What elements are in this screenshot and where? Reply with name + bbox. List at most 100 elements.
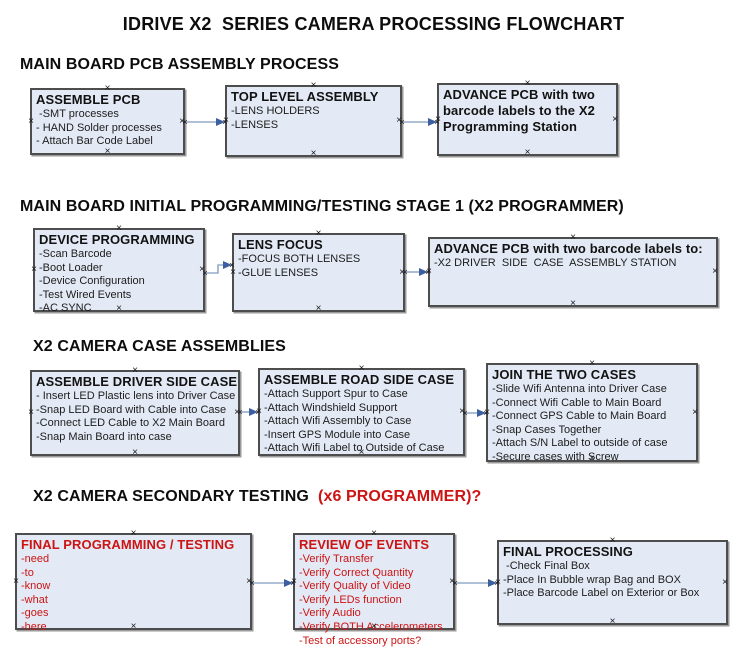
box-line: -Verify Quality of Video	[299, 580, 411, 593]
flow-box-advance-pcb-to-programming-station: ADVANCE PCB with two barcode labels to t…	[435, 79, 618, 158]
flow-box-assemble-pcb: ASSEMBLE PCB -SMT processes- HAND Solder…	[28, 84, 185, 157]
box-title: JOIN THE TWO CASES	[492, 367, 637, 382]
box-line: -here	[21, 620, 47, 633]
flow-box-device-programming: DEVICE PROGRAMMING-Scan Barcode-Boot Loa…	[31, 224, 205, 314]
box-line: -Verify Transfer	[299, 553, 374, 565]
flow-box-top-level-assembly: TOP LEVEL ASSEMBLY-LENS HOLDERS-LENSES××…	[223, 81, 402, 159]
box-line: -Test Wired Events	[39, 288, 132, 301]
section-heading-text: MAIN BOARD PCB ASSEMBLY PROCESS	[20, 56, 339, 73]
connection-handle-x-icon: ×	[28, 115, 34, 127]
box-line: -goes	[21, 607, 49, 620]
connection-handle-x-icon: ×	[230, 266, 236, 278]
flow-box-assemble-road-side-case: ASSEMBLE ROAD SIDE CASE-Attach Support S…	[256, 364, 465, 458]
flow-arrow-head-icon	[284, 579, 293, 587]
box-line: -Attach Windshield Support	[264, 401, 398, 414]
box-line: -Device Configuration	[39, 275, 145, 288]
box-line: -SMT processes	[36, 108, 119, 120]
box-line: -Verify Audio	[299, 607, 361, 620]
box-line: -Attach Wifi Assembly to Case	[264, 415, 412, 428]
connection-handle-x-icon: ×	[609, 616, 616, 627]
connection-handle-x-icon: ×	[31, 264, 37, 275]
section-heading-2: MAIN BOARD INITIAL PROGRAMMING/TESTING S…	[20, 198, 624, 216]
box-title: FINAL PROCESSING	[503, 544, 633, 559]
flow-arrow-head-icon	[223, 261, 232, 269]
flow-box-final-processing: FINAL PROCESSING -Check Final Box-Place …	[495, 536, 728, 627]
box-line: -Attach Support Spur to Case	[264, 388, 408, 400]
flow-box-review-of-events: REVIEW OF EVENTS-Verify Transfer -Verify …	[291, 529, 455, 647]
box-title: ADVANCE PCB with two barcode labels to:	[434, 241, 703, 256]
page-title: IDRIVE X2 SERIES CAMERA PROCESSING FLOWC…	[122, 14, 625, 34]
box-line: -know	[21, 580, 51, 593]
section-heading-1: MAIN BOARD PCB ASSEMBLY PROCESS	[20, 56, 339, 74]
box-line: -AC SYNC	[39, 302, 92, 315]
section-heading-4: X2 CAMERA SECONDARY TESTING (x6 PROGRAMM…	[33, 488, 481, 506]
section-heading-text: X2 CAMERA SECONDARY TESTING	[33, 488, 314, 505]
box-title: LENS FOCUS	[238, 237, 323, 252]
box-title: ASSEMBLE ROAD SIDE CASE	[264, 372, 455, 387]
box-line: -Connect LED Cable to X2 Main Board	[36, 417, 225, 430]
box-title: ASSEMBLE DRIVER SIDE CASE	[36, 374, 238, 389]
box-title: DEVICE PROGRAMMING	[39, 232, 195, 247]
box-line: -Test of accessory ports?	[299, 634, 422, 647]
box-title: FINAL PROGRAMMING / TESTING	[21, 537, 235, 552]
flow-box-final-programming-testing: FINAL PROGRAMMING / TESTING-need-to-know…	[13, 529, 252, 633]
flow-box-advance-pcb-to-case-assembly: ADVANCE PCB with two barcode labels to:-…	[426, 233, 718, 309]
section-heading-3: X2 CAMERA CASE ASSEMBLIES	[33, 338, 286, 356]
box-title: TOP LEVEL ASSEMBLY	[231, 89, 379, 104]
connection-handle-x-icon: ×	[315, 303, 322, 314]
connection-handle-x-icon: ×	[524, 147, 531, 158]
box-line: -Secure cases with Screw	[492, 450, 619, 463]
flow-arrow-head-icon	[477, 409, 486, 417]
box-line: - HAND Solder processes	[36, 121, 162, 134]
box-line: -Attach Wifi Label to Outside of Case	[264, 442, 445, 455]
box-line: - Attach Bar Code Label	[36, 135, 153, 148]
flow-box-lens-focus: LENS FOCUS-FOCUS BOTH LENSES-GLUE LENSES…	[230, 229, 405, 314]
section-heading-text: X2 CAMERA CASE ASSEMBLIES	[33, 338, 286, 355]
box-line: -Connect Wifi Cable to Main Board	[492, 396, 662, 409]
box-line: -Snap Cases Together	[492, 423, 602, 436]
box-title: ASSEMBLE PCB	[36, 92, 141, 107]
box-line: -LENSES	[231, 118, 279, 131]
box-line: -Verify BOTH Accelerometers	[299, 620, 443, 633]
box-line: -GLUE LENSES	[238, 266, 319, 279]
box-line: -LENS HOLDERS	[231, 105, 320, 117]
flow-arrow-line	[205, 264, 225, 274]
connection-handle-x-icon: ×	[28, 407, 34, 418]
connection-handle-x-icon: ×	[484, 406, 490, 418]
connection-handle-x-icon: ×	[570, 298, 576, 309]
box-line: -Scan Barcode	[39, 248, 112, 260]
section-heading-red-text: (x6 PROGRAMMER)?	[313, 488, 482, 505]
connection-handle-x-icon: ×	[435, 113, 441, 125]
box-line: -Attach S/N Label to outside of case	[492, 437, 668, 450]
flow-arrow-head-icon	[419, 268, 428, 276]
flow-box-join-the-two-cases: JOIN THE TWO CASES-Slide Wifi Antenna in…	[484, 359, 698, 464]
box-line: -X2 DRIVER SIDE CASE ASSEMBLY STATION	[434, 257, 677, 269]
box-line: -what	[21, 593, 48, 606]
flow-box-assemble-driver-side-case: ASSEMBLE DRIVER SIDE CASE- Insert LED Pl…	[28, 366, 240, 458]
box-line: -Place Barcode Label on Exterior or Box	[503, 587, 700, 600]
box-line: -Connect GPS Cable to Main Board	[492, 410, 667, 423]
connection-handle-x-icon: ×	[495, 576, 501, 588]
box-line: -Insert GPS Module into Case	[264, 428, 411, 441]
connection-handle-x-icon: ×	[13, 575, 19, 587]
box-title: ADVANCE PCB with two barcode labels to t…	[443, 87, 595, 134]
connection-handle-x-icon: ×	[132, 447, 138, 458]
box-title: REVIEW OF EVENTS	[299, 537, 430, 552]
box-line: -Place In Bubble wrap Bag and BOX	[503, 573, 681, 586]
box-line: -Snap Main Board into case	[36, 430, 172, 443]
connection-handle-x-icon: ×	[291, 575, 297, 587]
box-line: -to	[21, 566, 34, 579]
box-line: -need	[21, 553, 50, 565]
box-line: - Insert LED Plastic lens into Driver Ca…	[36, 390, 236, 402]
connection-handle-x-icon: ×	[310, 148, 317, 159]
box-line: -Check Final Box	[503, 560, 590, 572]
connection-handle-x-icon: ×	[256, 406, 262, 417]
connection-handle-x-icon: ×	[223, 115, 229, 126]
flow-arrow-head-icon	[216, 118, 225, 126]
box-line: -Verify LEDs function	[299, 593, 402, 606]
flow-arrow-head-icon	[428, 118, 437, 126]
flow-arrow-head-icon	[488, 579, 497, 587]
section-heading-text: MAIN BOARD INITIAL PROGRAMMING/TESTING S…	[20, 198, 624, 215]
box-line: -Slide Wifi Antenna into Driver Case	[492, 383, 667, 395]
